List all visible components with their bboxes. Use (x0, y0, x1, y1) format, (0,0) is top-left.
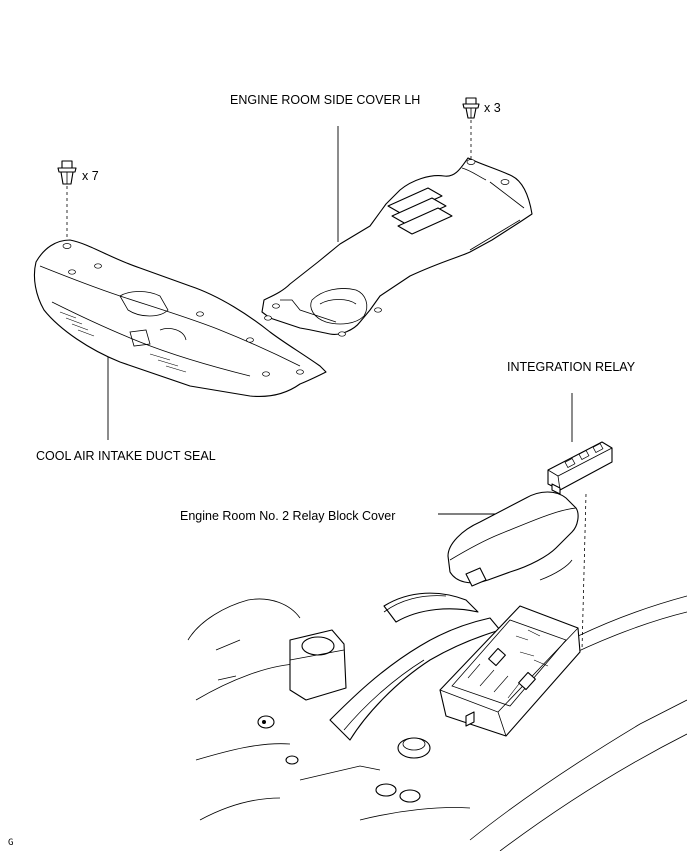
label-cool-air-intake-duct-seal: COOL AIR INTAKE DUCT SEAL (36, 449, 216, 463)
relay-block-cover (447, 491, 579, 587)
label-relay-block-cover: Engine Room No. 2 Relay Block Cover (180, 509, 395, 523)
clip-right-icon (462, 97, 480, 119)
figure-code: G (8, 838, 13, 848)
integration-relay-guide (581, 493, 587, 651)
label-integration-relay: INTEGRATION RELAY (507, 360, 636, 374)
engine-compartment (187, 592, 687, 851)
label-clip-count-left: x 7 (82, 169, 99, 183)
cool-air-intake-duct-seal (33, 239, 327, 398)
integration-relay (547, 441, 613, 495)
label-clip-count-right: x 3 (484, 101, 501, 115)
engine-room-side-cover-lh (261, 157, 533, 337)
clip-left-icon (57, 160, 77, 185)
label-engine-room-side-cover-lh: ENGINE ROOM SIDE COVER LH (230, 93, 420, 107)
